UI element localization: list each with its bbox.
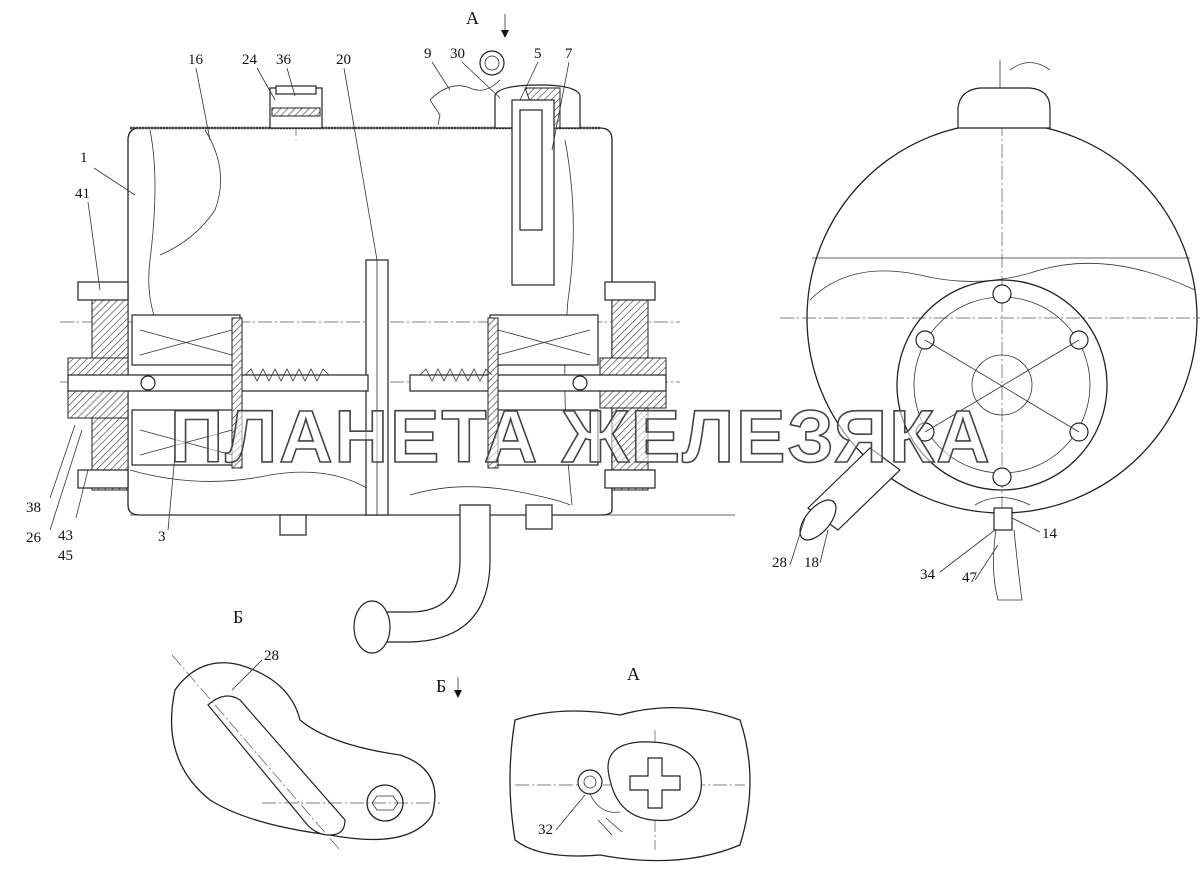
part-labels: А Б Б А 16 24 36 20 9 30 5 7 1 41 38 26 … bbox=[26, 8, 1058, 838]
label-43: 43 bbox=[58, 528, 73, 544]
label-34: 34 bbox=[920, 567, 936, 583]
label-41: 41 bbox=[75, 186, 90, 202]
leader-lines bbox=[49, 14, 1041, 831]
label-14: 14 bbox=[1042, 526, 1058, 542]
watermark-text: ПЛАНЕТА ЖЕЛЕЗЯКА bbox=[170, 395, 992, 478]
view-b-title: Б bbox=[233, 607, 243, 627]
label-3: 3 bbox=[158, 529, 166, 545]
label-30: 30 bbox=[450, 46, 465, 62]
view-a-title: А bbox=[627, 664, 640, 684]
label-18: 18 bbox=[804, 555, 819, 571]
view-b-arrow-label: Б bbox=[436, 676, 446, 696]
label-9: 9 bbox=[424, 46, 432, 62]
tank-end-view bbox=[780, 60, 1200, 601]
detail-b-view bbox=[170, 654, 440, 851]
tank-side-view bbox=[60, 50, 735, 654]
label-16: 16 bbox=[188, 52, 204, 68]
label-38: 38 bbox=[26, 500, 41, 516]
label-7: 7 bbox=[565, 46, 573, 62]
label-45: 45 bbox=[58, 548, 73, 564]
label-20: 20 bbox=[336, 52, 351, 68]
label-1: 1 bbox=[80, 150, 88, 166]
label-36: 36 bbox=[276, 52, 292, 68]
label-47: 47 bbox=[962, 570, 978, 586]
label-5: 5 bbox=[534, 46, 542, 62]
label-26: 26 bbox=[26, 530, 42, 546]
label-24: 24 bbox=[242, 52, 258, 68]
label-28-main: 28 bbox=[772, 555, 787, 571]
label-28-detail: 28 bbox=[264, 648, 279, 664]
detail-a-view bbox=[509, 706, 751, 862]
label-32: 32 bbox=[538, 822, 553, 838]
view-a-arrow-label: А bbox=[466, 8, 479, 28]
view-arrows bbox=[454, 30, 509, 698]
